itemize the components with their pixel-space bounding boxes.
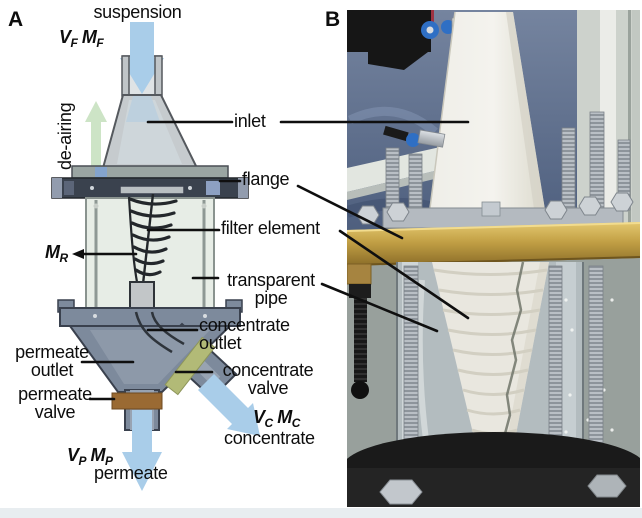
schematic-device xyxy=(51,22,260,491)
photo-inlet-cone xyxy=(428,11,546,217)
panel-b-label: B xyxy=(325,8,341,31)
transparent-pipe-callout: transparent pipe xyxy=(227,270,315,309)
concentrate-valve-callout: concentrate valve xyxy=(222,360,314,399)
callout-leader-lines xyxy=(80,120,470,401)
photo-brass-flange xyxy=(347,222,640,266)
permeate-outlet-funnel xyxy=(68,311,233,393)
permeate-flow-label: permeate xyxy=(94,463,168,483)
inlet-callout: inlet xyxy=(234,111,266,131)
permeate-flow-arrow xyxy=(122,410,162,491)
concentrate-outlet-callout: concentrate outlet xyxy=(199,315,290,354)
permeate-valve-callout: permeate valve xyxy=(18,384,92,423)
permeate-valve xyxy=(111,392,163,410)
bottom-flange xyxy=(57,299,243,327)
panel-a-label: A xyxy=(8,8,24,31)
permeate-variables: VP MP xyxy=(67,445,113,468)
filter-element-leader-right xyxy=(338,229,470,320)
upper-plate xyxy=(71,165,229,179)
photo-adjuster-screw xyxy=(347,263,372,399)
photo-base-flange xyxy=(347,432,640,507)
filter-element-callout: filter element xyxy=(221,218,320,238)
transparent-pipe-leader-right xyxy=(320,282,439,333)
photo-threaded-rods-lower xyxy=(403,265,604,463)
flange-leader-right xyxy=(296,184,404,240)
photo-side-fitting xyxy=(383,125,446,148)
photo-filter-spiral xyxy=(432,261,549,450)
photo-top-clamp xyxy=(347,10,477,70)
concentrate-flow-label: concentrate xyxy=(224,428,315,448)
filter-element xyxy=(119,185,185,311)
suspension-label: suspension xyxy=(93,2,182,22)
de-airing-label: de-airing xyxy=(55,102,75,170)
photo-apparatus xyxy=(347,10,640,507)
suspension-flow-arrow xyxy=(120,22,164,94)
bottom-strip xyxy=(0,508,642,518)
de-airing-arrow xyxy=(85,101,107,168)
permeate-outlet-callout: permeate outlet xyxy=(15,342,89,381)
concentrate-flow-arrow xyxy=(198,374,260,436)
retentate-arrowhead xyxy=(72,249,84,259)
concentrate-variables: VC MC xyxy=(253,407,300,430)
feed-variables: VF MF xyxy=(59,27,104,50)
flange-callout: flange xyxy=(242,169,290,189)
inlet-cone xyxy=(101,94,199,169)
retentate-variable: MR xyxy=(45,242,68,265)
